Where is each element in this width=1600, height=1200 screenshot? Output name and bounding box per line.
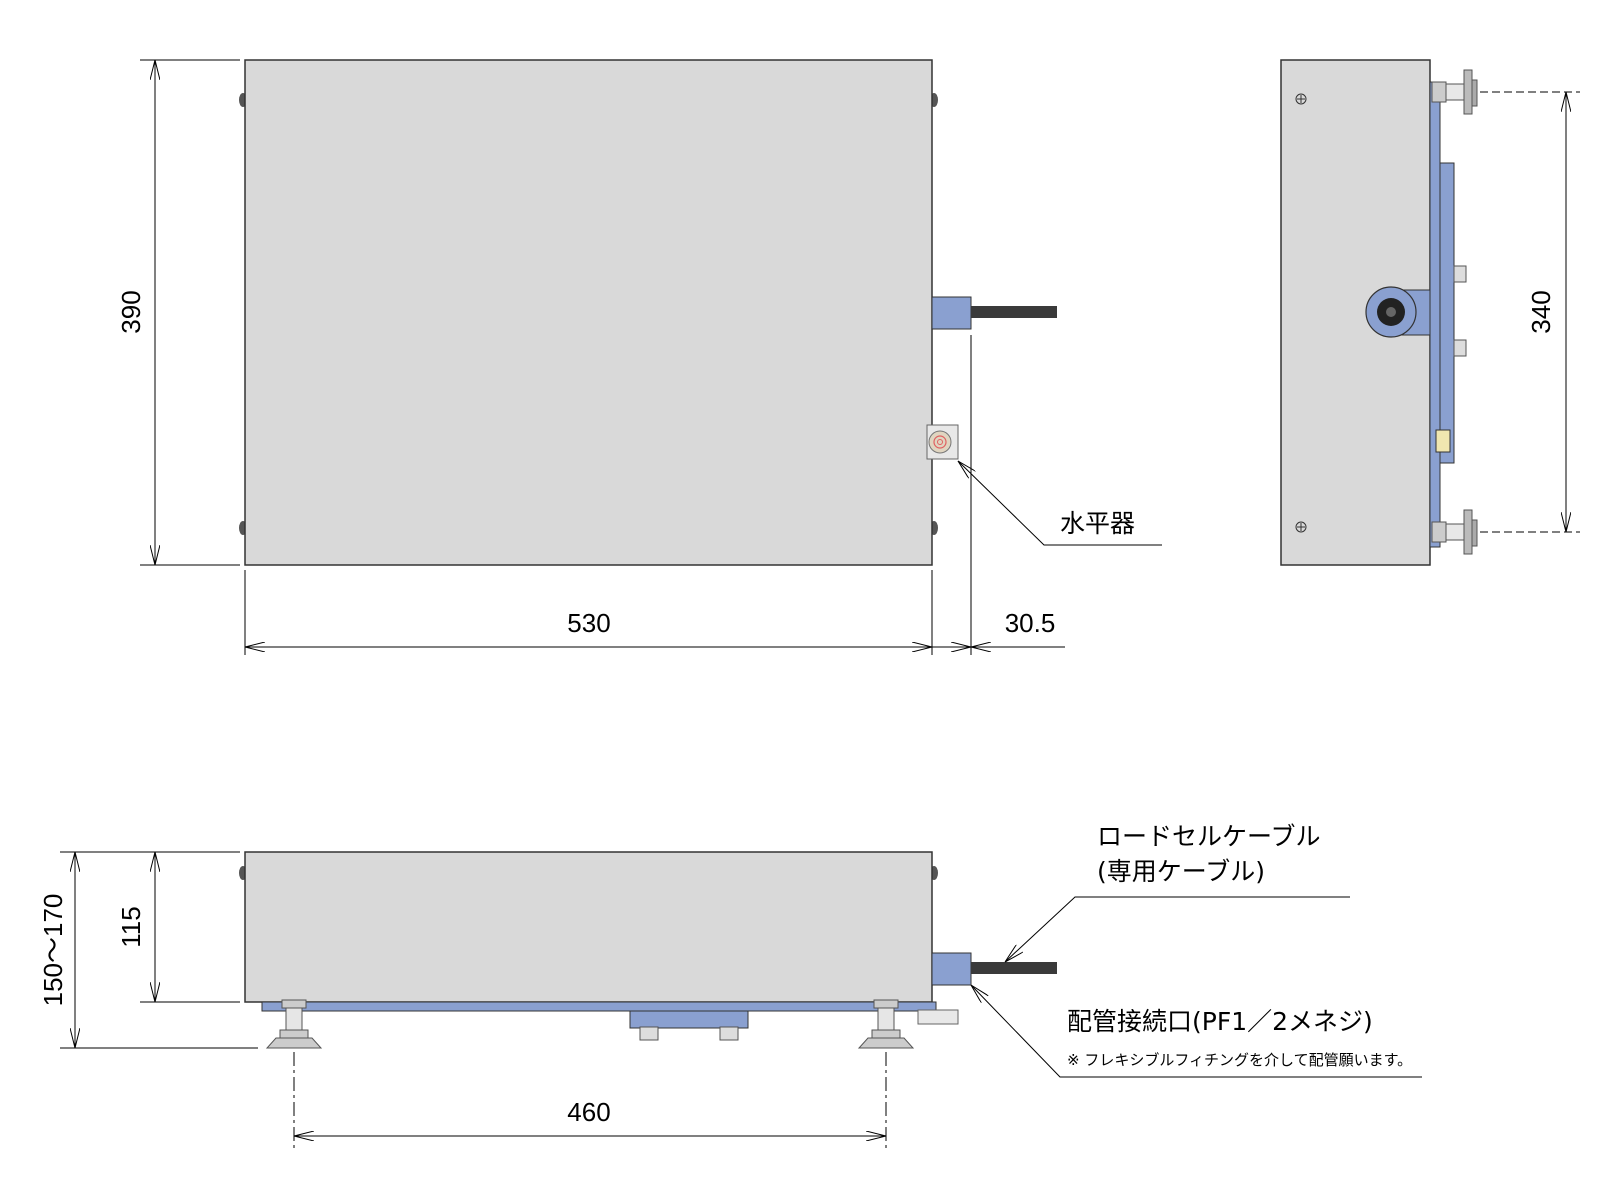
- screw-icon: [1295, 521, 1307, 533]
- front-dimensions: [60, 851, 1422, 1150]
- dim-460: 460: [567, 1097, 610, 1127]
- front-view: [239, 851, 1057, 1049]
- label-cable-line1: ロードセルケーブル: [1097, 822, 1321, 851]
- cable: [971, 306, 1057, 318]
- label-cable-line2: (専用ケーブル): [1097, 857, 1265, 886]
- dim-530: 530: [567, 608, 610, 638]
- top-dimensions: [140, 59, 1162, 655]
- side-dimensions: [1480, 91, 1580, 533]
- label-pipe: 配管接続口(PF1／2メネジ): [1067, 1007, 1373, 1036]
- cable: [971, 962, 1057, 974]
- label-level: 水平器: [1060, 509, 1135, 538]
- level-icon: [928, 430, 952, 454]
- top-body: [244, 59, 933, 566]
- foot-icon: [857, 999, 915, 1049]
- cable-connector: [931, 952, 972, 986]
- dim-390: 390: [116, 290, 146, 333]
- foot-icon: [265, 999, 323, 1049]
- dim-30-5: 30.5: [1005, 608, 1056, 638]
- dim-150-170: 150～170: [38, 894, 68, 1007]
- side-plate: [1429, 81, 1441, 548]
- screw-icon: [1295, 93, 1307, 105]
- top-view: [239, 59, 1057, 566]
- cable-connector: [931, 296, 972, 330]
- label-pipe-note: ※ フレキシブルフィチングを介して配管願います。: [1067, 1051, 1412, 1069]
- load-cell-block: [629, 1010, 749, 1029]
- foot-icon: [1431, 69, 1478, 115]
- side-view: [1280, 59, 1478, 566]
- foot-icon: [1431, 509, 1478, 555]
- base-plate: [261, 1001, 937, 1012]
- dim-115: 115: [116, 906, 146, 947]
- dim-340: 340: [1526, 290, 1556, 333]
- front-body: [244, 851, 933, 1003]
